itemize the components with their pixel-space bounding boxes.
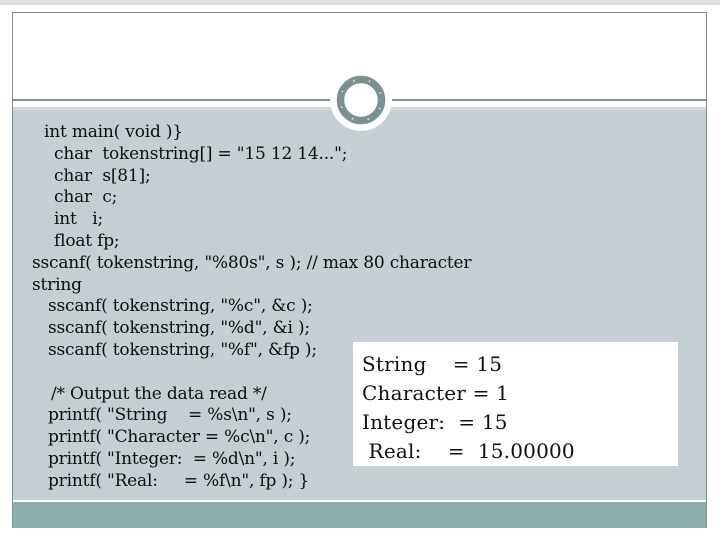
code-line: int i;	[54, 209, 103, 230]
code-line: sscanf( tokenstring, "%80s", s ); // max…	[32, 252, 472, 273]
output-line-string: String = 15	[362, 352, 503, 376]
code-line: int main( void )}	[44, 122, 183, 142]
code-line: printf( "String = %s\n", s );	[48, 405, 292, 426]
bottom-accent-bar	[13, 502, 706, 528]
output-line-real: Real: = 15.00000	[362, 439, 575, 463]
code-line: char tokenstring[] = "15 12 14...";	[54, 143, 348, 164]
output-line-integer: Integer: = 15	[362, 410, 508, 434]
window-top-edge	[0, 0, 720, 5]
code-line: printf( "Integer: = %d\n", i );	[48, 448, 296, 469]
code-line: char s[81];	[54, 165, 151, 186]
code-line: string	[32, 274, 82, 295]
code-line: sscanf( tokenstring, "%c", &c );	[48, 296, 313, 317]
output-line-character: Character = 1	[362, 381, 510, 405]
program-output-box: String = 15 Character = 1 Integer: = 15 …	[353, 342, 678, 466]
code-block: int main( void )} char tokenstring[] = "…	[0, 122, 560, 493]
ring-ornament-icon	[330, 69, 392, 131]
code-line: char c;	[54, 187, 118, 208]
code-line: float fp;	[54, 230, 120, 251]
code-comment-line: /* Output the data read */	[51, 383, 267, 404]
code-line: sscanf( tokenstring, "%f", &fp );	[48, 339, 317, 360]
code-line: sscanf( tokenstring, "%d", &i );	[48, 318, 310, 339]
code-line: printf( "Character = %c\n", c );	[48, 427, 311, 448]
code-line: printf( "Real: = %f\n", fp ); }	[48, 470, 310, 491]
